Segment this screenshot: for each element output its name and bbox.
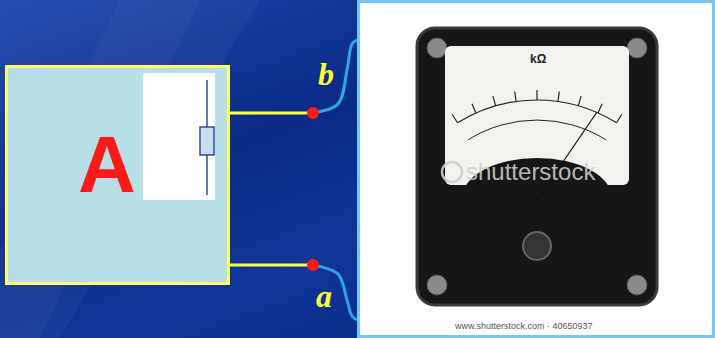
test-lead — [230, 265, 357, 320]
meter-needle — [537, 112, 597, 200]
scale-ticks — [452, 90, 622, 123]
meter-body — [417, 28, 657, 305]
meter-face — [445, 46, 629, 185]
watermark-logo — [442, 162, 462, 182]
terminal-label: a — [316, 280, 332, 312]
black-box: A — [5, 65, 230, 285]
screw — [427, 275, 447, 295]
screw — [627, 38, 647, 58]
box-letter: A — [78, 125, 136, 205]
terminal-dot — [307, 259, 319, 271]
resistor-symbol — [200, 127, 214, 155]
lead-wire — [230, 112, 313, 115]
photo-panel — [357, 0, 715, 338]
image-credit: www.shutterstock.com · 40650937 — [455, 322, 593, 331]
box-fill — [5, 65, 230, 285]
probe-wire — [313, 265, 357, 320]
ohmmeter-illustration — [417, 28, 657, 305]
screw — [627, 275, 647, 295]
unit-label: kΩ — [530, 53, 546, 65]
resistor-panel — [143, 73, 215, 200]
lead-wire — [230, 264, 313, 267]
probe-wire — [313, 40, 357, 113]
test-lead — [230, 40, 357, 113]
watermark: shutterstock — [466, 160, 595, 184]
zero-knob — [523, 232, 551, 260]
light-streak — [0, 0, 260, 338]
meter-dome — [462, 158, 612, 238]
terminal-dot — [307, 107, 319, 119]
screw — [427, 38, 447, 58]
terminal-label: b — [318, 58, 334, 90]
